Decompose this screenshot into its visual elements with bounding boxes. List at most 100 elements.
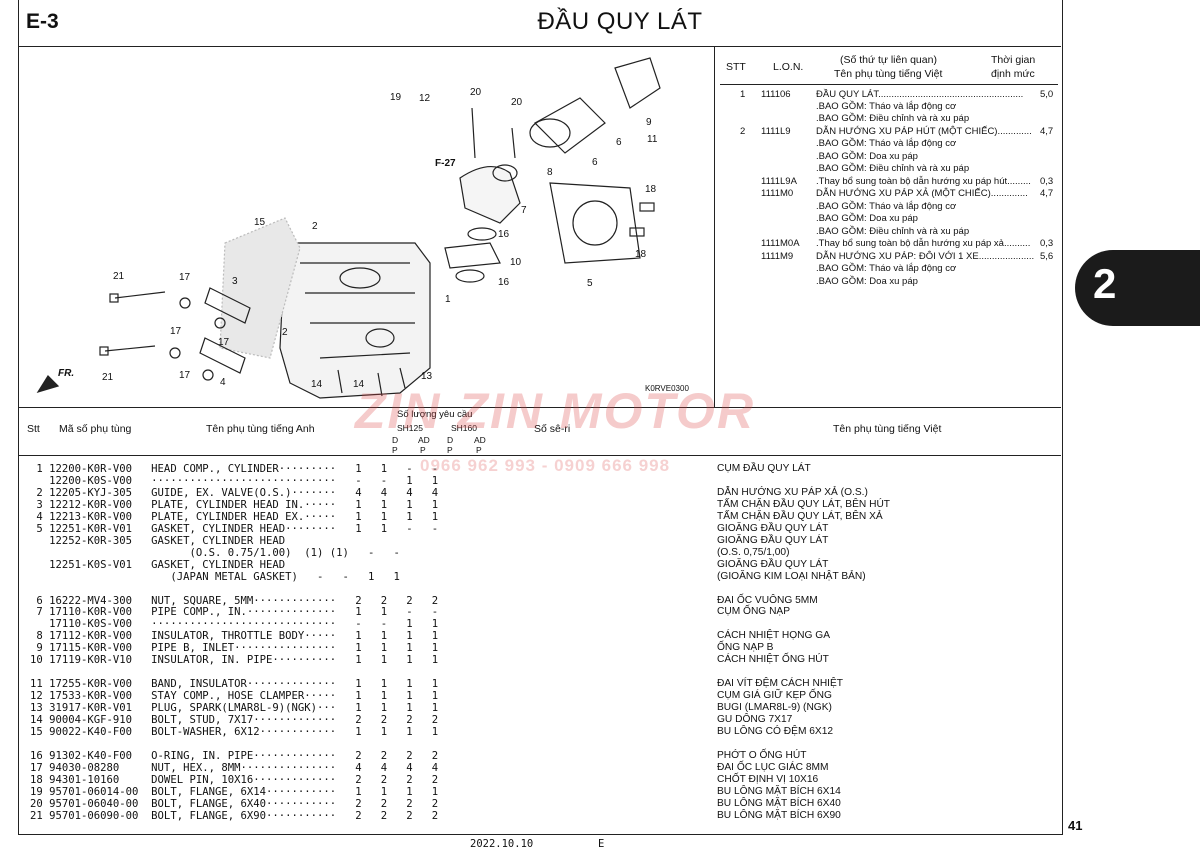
- header-divider: [18, 46, 1061, 47]
- part-row-vi: CÁCH NHIỆT HỌNG GA: [717, 630, 831, 642]
- callout-17d: 17: [179, 370, 191, 381]
- rp-time: 5,0: [1040, 89, 1054, 100]
- diagram-ref-code: K0RVE0300: [645, 384, 689, 393]
- part-row-vi: ĐAI ỐC VUÔNG 5MM: [717, 594, 818, 606]
- th-p3: P: [447, 445, 453, 455]
- part-row-en: 17 94030-08280 NUT, HEX., 8MM···········…: [30, 761, 439, 774]
- part-row-en: 12 17533-K0R-V00 STAY COMP., HOSE CLAMPE…: [30, 690, 439, 702]
- callout-17b: 17: [170, 326, 182, 337]
- rp-time: 5,6: [1040, 251, 1054, 262]
- th-ad2: AD: [474, 435, 486, 445]
- part-row-en: 9 17115-K0R-V00 PIPE B, INLET···········…: [30, 642, 439, 655]
- part-row-en: (JAPAN METAL GASKET) - - 1 1: [30, 570, 400, 583]
- th-sh160: SH160: [451, 423, 477, 433]
- part-row-en: 1 12200-K0R-V00 HEAD COMP., CYLINDER····…: [30, 463, 439, 475]
- rp-name: DẪN HƯỚNG XU PÁP HÚT (MỘT CHIẾC)........…: [816, 126, 1032, 137]
- chapter-tab: 2: [1075, 250, 1200, 326]
- rp-time: 4,7: [1040, 188, 1054, 199]
- part-row-vi: BU LÔNG MẶT BÍCH 6X14: [717, 785, 841, 797]
- rp-name: .BAO GỒM: Điều chỉnh và rà xu páp: [816, 163, 970, 174]
- callout-20b: 20: [511, 97, 523, 108]
- callout-13: 13: [421, 371, 433, 382]
- footer-date: 2022.10.10: [470, 838, 534, 850]
- th-p2: P: [420, 445, 426, 455]
- rp-name: .BAO GỒM: Doa xu páp: [816, 213, 918, 224]
- part-row-vi: CỤM GIÁ GIỮ KẸP ỐNG: [717, 690, 832, 701]
- rp-name: .BAO GỒM: Tháo và lắp động cơ: [816, 201, 957, 212]
- rp-name: .BAO GỒM: Tháo và lắp động cơ: [816, 263, 957, 274]
- th-d2: D: [447, 435, 454, 445]
- rp-lon: 1111M9: [761, 251, 794, 262]
- part-row-en: 12252-K0R-305 GASKET, CYLINDER HEAD: [30, 534, 286, 547]
- rp-name: .BAO GỒM: Tháo và lắp động cơ: [816, 101, 957, 112]
- table-top-divider: [18, 407, 1061, 408]
- part-row-vi: BU LÔNG MẶT BÍCH 6X40: [717, 797, 841, 809]
- th-p1: P: [392, 445, 398, 455]
- th-p4: P: [476, 445, 482, 455]
- part-row-vi: TẤM CHẶN ĐẦU QUY LÁT, BÊN XẢ: [717, 510, 883, 522]
- part-row-vi: BUGI (LMAR8L-9) (NGK): [717, 702, 832, 713]
- callout-21a: 21: [113, 271, 125, 282]
- callout-10: 10: [510, 257, 522, 268]
- part-row-en: 11 17255-K0R-V00 BAND, INSULATOR········…: [30, 678, 439, 691]
- callout-2b: 2: [282, 327, 288, 338]
- callout-8: 8: [547, 167, 553, 178]
- part-row-vi: CÁCH NHIỆT ỐNG HÚT: [717, 654, 829, 666]
- rp-time: 4,7: [1040, 126, 1054, 137]
- callout-9: 9: [646, 117, 652, 128]
- exploded-diagram: [36, 57, 661, 399]
- callout-3: 3: [232, 276, 238, 287]
- part-row-vi: CHỐT ĐỊNH VỊ 10X16: [717, 773, 819, 785]
- rp-col-time-1: Thời gian: [991, 54, 1036, 66]
- part-row-en: 8 17112-K0R-V00 INSULATOR, THROTTLE BODY…: [30, 630, 439, 643]
- rp-name: ĐẦU QUY LÁT.............................…: [816, 89, 1024, 100]
- callout-11: 11: [647, 134, 658, 145]
- callout-14a: 14: [311, 379, 323, 390]
- direction-label: FR.: [58, 368, 75, 379]
- part-row-vi: GIOĂNG ĐẦU QUY LÁT: [717, 558, 829, 570]
- rp-stt: 1: [740, 89, 746, 100]
- part-row-vi: ĐAI VÍT ĐỆM CÁCH NHIỆT: [717, 678, 844, 690]
- part-row-en: 15 90022-K40-F00 BOLT-WASHER, 6X12······…: [30, 725, 439, 738]
- part-row-vi: CỤM ĐẦU QUY LÁT: [717, 463, 811, 474]
- part-row-en: 12251-K0S-V01 GASKET, CYLINDER HEAD: [30, 558, 286, 571]
- callout-14b: 14: [353, 379, 365, 390]
- callout-21b: 21: [102, 372, 114, 383]
- table-header-divider: [18, 455, 1061, 456]
- rp-col-name-2: Tên phụ tùng tiếng Việt: [834, 68, 943, 80]
- part-row-en: 18 94301-10160 DOWEL PIN, 10X16·········…: [30, 773, 439, 786]
- part-row-en: 12200-K0S-V00 ··························…: [30, 474, 439, 487]
- part-row-vi: ỐNG NẠP B: [717, 642, 774, 654]
- rp-lon: 1111M0A: [761, 238, 800, 249]
- part-row-vi: GIOĂNG ĐẦU QUY LÁT: [717, 534, 829, 546]
- part-row-en: 7 17110-K0R-V00 PIPE COMP., IN.·········…: [30, 606, 439, 619]
- rp-name: DẪN HƯỚNG XU PÁP XẢ (MỘT CHIẾC).........…: [816, 188, 1028, 199]
- panel-divider: [714, 46, 715, 407]
- rp-name: .BAO GỒM: Tháo và lắp động cơ: [816, 138, 957, 149]
- callout-7: 7: [521, 205, 527, 216]
- part-row-vi: ĐAI ỐC LỤC GIÁC 8MM: [717, 761, 829, 773]
- th-ad: AD: [418, 435, 430, 445]
- callout-19: 19: [390, 92, 402, 103]
- rp-name: .BAO GỒM: Doa xu páp: [816, 276, 918, 287]
- part-row-en: 13 31917-K0R-V01 PLUG, SPARK(LMAR8L-9)(N…: [30, 702, 439, 714]
- part-row-vi: GU DÔNG 7X17: [717, 714, 793, 725]
- part-row-en: 17110-K0S-V00 ··························…: [30, 618, 439, 631]
- th-sh125: SH125: [397, 423, 423, 433]
- part-row-en: 20 95701-06040-00 BOLT, FLANGE, 6X40····…: [30, 797, 439, 810]
- th-part-no: Mã số phụ tùng: [59, 423, 132, 435]
- callout-12: 12: [419, 93, 431, 104]
- th-serial: Số sê-ri: [534, 423, 571, 435]
- watermark-brand: ZIN ZIN MOTOR: [355, 383, 756, 439]
- rp-lon: 1111L9A: [761, 176, 797, 187]
- th-name-en: Tên phụ tùng tiếng Anh: [206, 423, 315, 435]
- callout-6a: 6: [616, 137, 622, 148]
- rp-lon: 1111M0: [761, 188, 794, 199]
- rp-name: .Thay bổ sung toàn bộ dẫn hướng xu páp h…: [816, 176, 1031, 187]
- rp-name: DẪN HƯỚNG XU PÁP: ĐÔI VỚI 1 XE..........…: [816, 251, 1035, 262]
- callout-2a: 2: [312, 221, 318, 232]
- part-row-en: 21 95701-06090-00 BOLT, FLANGE, 6X90····…: [30, 809, 439, 822]
- rp-col-name-1: (Số thứ tự liên quan): [840, 54, 937, 66]
- callout-6b: 6: [592, 157, 598, 168]
- part-row-en: 19 95701-06014-00 BOLT, FLANGE, 6X14····…: [30, 785, 439, 798]
